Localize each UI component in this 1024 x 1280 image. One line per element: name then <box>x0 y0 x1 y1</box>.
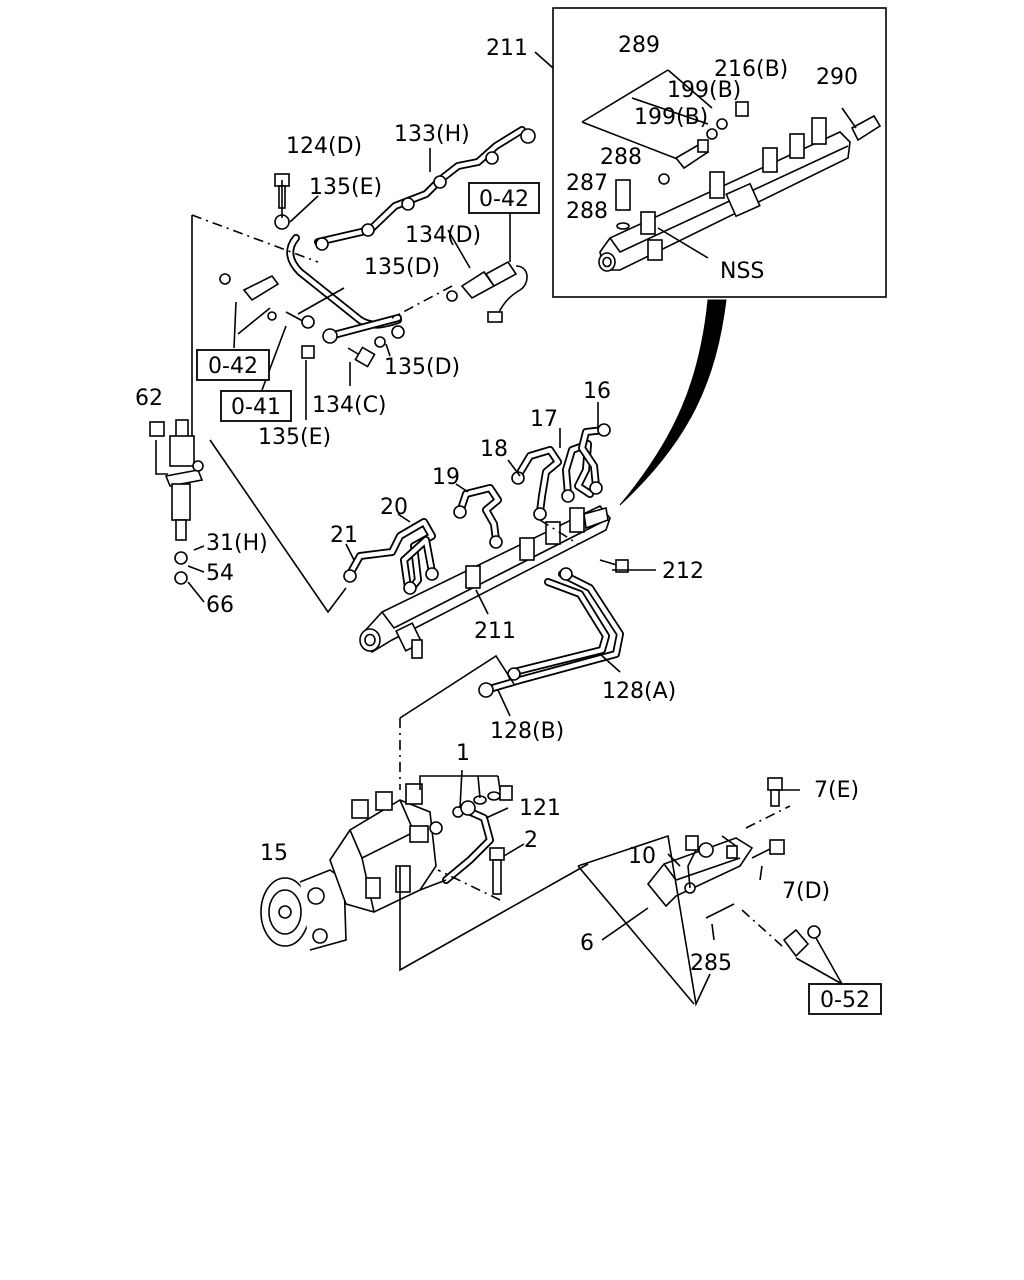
callout-54: 54 <box>206 561 234 586</box>
callout-6: 6 <box>580 931 594 956</box>
callout-2: 2 <box>524 828 538 853</box>
svg-text:0-52: 0-52 <box>820 988 870 1013</box>
callout-128a: 128(A) <box>602 679 676 704</box>
callout-134d: 134(D) <box>405 223 481 248</box>
inset-plug-216b <box>735 101 749 117</box>
callout-289: 289 <box>618 33 660 58</box>
inset-o-ring-288b <box>616 222 630 230</box>
injection-pipes <box>343 423 611 595</box>
callout-212: 212 <box>662 559 704 584</box>
bolt-7e <box>767 777 783 807</box>
bolt-134c-set <box>285 311 386 368</box>
inset-washer-199b <box>706 128 718 140</box>
callout-285: 285 <box>690 951 732 976</box>
callout-66: 66 <box>206 593 234 618</box>
callout-18: 18 <box>480 437 508 462</box>
callout-211-mid: 211 <box>474 619 516 644</box>
inset-caption-nss: NSS <box>720 259 764 284</box>
callout-135d-1: 135(D) <box>364 255 440 280</box>
callout-135e-1: 135(E) <box>309 175 382 200</box>
callout-31h: 31(H) <box>206 531 268 556</box>
ref-box-041: 0-41 <box>220 390 292 422</box>
callout-199b-1: 199(B) <box>667 78 741 103</box>
inset-o-ring-288 <box>658 173 670 185</box>
callout-7d: 7(D) <box>782 879 830 904</box>
ref-box-042-left: 0-42 <box>196 349 270 381</box>
callout-133h: 133(H) <box>394 122 470 147</box>
callout-287: 287 <box>566 171 608 196</box>
callout-199b-2: 199(B) <box>634 105 708 130</box>
inset-frame <box>552 7 887 298</box>
inset-sensor-290 <box>841 107 882 142</box>
callout-135d-2: 135(D) <box>384 355 460 380</box>
callout-135e-2: 135(E) <box>258 425 331 450</box>
supply-pump-15 <box>260 783 443 951</box>
svg-text:0-42: 0-42 <box>479 187 529 212</box>
bolt-212 <box>599 559 629 573</box>
inset-fuel-rail <box>598 117 851 272</box>
inset-washer-199b-2 <box>716 118 728 130</box>
callout-15: 15 <box>260 841 288 866</box>
callout-121: 121 <box>519 796 561 821</box>
svg-text:0-42: 0-42 <box>208 354 258 379</box>
callout-216b: 216(B) <box>714 57 788 82</box>
pipe-121 <box>419 800 494 891</box>
callout-10: 10 <box>628 844 656 869</box>
washers-1 <box>452 785 513 818</box>
callout-288-1: 288 <box>600 145 642 170</box>
ref-box-042-top: 0-42 <box>468 182 540 214</box>
callout-19: 19 <box>432 465 460 490</box>
callout-134c: 134(C) <box>312 393 387 418</box>
bolt-2 <box>489 847 505 895</box>
washer-54 <box>174 551 188 565</box>
callout-288-2: 288 <box>566 199 608 224</box>
injector-31h <box>164 419 204 541</box>
callout-7e: 7(E) <box>814 778 859 803</box>
svg-text:0-41: 0-41 <box>231 395 281 420</box>
bracket-042-left <box>219 273 280 321</box>
callout-290: 290 <box>816 65 858 90</box>
callout-211-top: 211 <box>486 36 528 61</box>
bolt-7d <box>751 839 785 859</box>
callout-21: 21 <box>330 523 358 548</box>
bracket-052 <box>782 925 821 958</box>
ref-box-052: 0-52 <box>808 983 882 1015</box>
callout-124d: 124(D) <box>286 134 362 159</box>
common-rail-211 <box>359 505 611 659</box>
stud-285 <box>705 903 735 919</box>
inset-plug-287 <box>615 179 631 211</box>
high-pressure-pipes-128 <box>478 567 624 698</box>
sensor-connector-042 <box>484 260 528 323</box>
detail-pointer-arrow <box>619 299 727 506</box>
bracket-6 <box>646 835 754 908</box>
inset-common-rail-detail <box>534 7 887 298</box>
callout-62: 62 <box>135 386 163 411</box>
callout-128b: 128(B) <box>490 719 564 744</box>
callout-1: 1 <box>456 741 470 766</box>
callout-20: 20 <box>380 495 408 520</box>
nut-62 <box>149 421 165 437</box>
inset-pressure-limiter <box>674 139 710 170</box>
callout-16: 16 <box>583 379 611 404</box>
gasket-66 <box>174 571 188 585</box>
callout-17: 17 <box>530 407 558 432</box>
